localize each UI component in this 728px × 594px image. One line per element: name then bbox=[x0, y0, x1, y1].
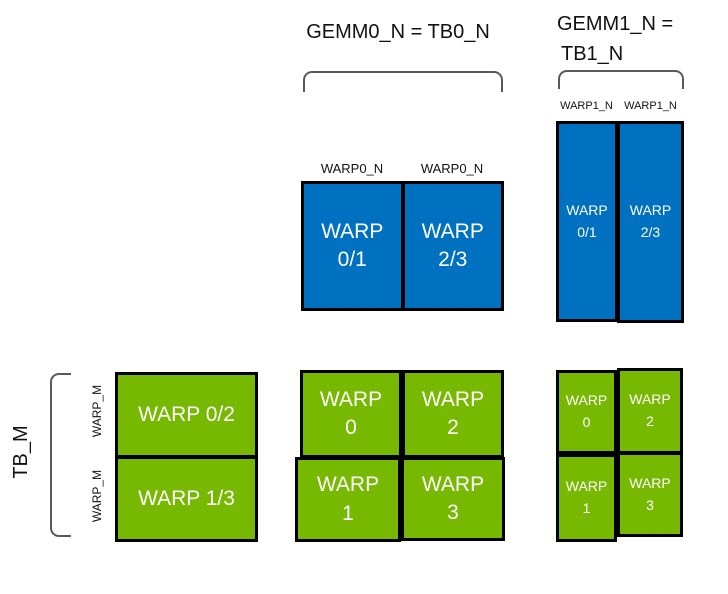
accum-right-warp0-line1: WARP bbox=[565, 392, 608, 409]
accum-left-warp02-label: WARP 0/2 bbox=[138, 402, 235, 426]
gemm0-warp01-cell: WARP 0/1 bbox=[304, 184, 401, 308]
warp1n-label-left: WARP1_N bbox=[560, 100, 613, 112]
accum-left-warp02-row: WARP 0/2 bbox=[118, 375, 255, 455]
accum-mid-warp0-box: WARP 0 bbox=[300, 370, 402, 458]
gemm0-warp01-line1: WARP bbox=[321, 219, 384, 243]
gemm1-extent-brace bbox=[558, 70, 684, 89]
warp1n-label-right: WARP1_N bbox=[624, 100, 677, 112]
gemm1-warp23-box: WARP 2/3 bbox=[617, 121, 684, 323]
accum-mid-warp1-box: WARP 1 bbox=[295, 457, 401, 542]
gemm1-extent-title-line2: TB1_N bbox=[561, 43, 624, 65]
gemm0-warp23-line2: 2/3 bbox=[438, 248, 468, 271]
warp0n-label-left: WARP0_N bbox=[320, 161, 384, 176]
accum-left-warp13-label: WARP 1/3 bbox=[138, 486, 235, 510]
gemm1-warp01-line1: WARP bbox=[566, 201, 608, 218]
accum-right-warp2-line1: WARP bbox=[629, 391, 671, 408]
accum-right-warp1-box: WARP 1 bbox=[556, 454, 617, 542]
accum-left-warp13-row: WARP 1/3 bbox=[118, 455, 255, 539]
gemm1-warp23-line1: WARP bbox=[629, 202, 672, 219]
warpm-label-top: WARP_M bbox=[90, 384, 104, 438]
tbm-extent-bracket bbox=[50, 373, 71, 537]
accum-right-warp1-line2: 1 bbox=[582, 500, 591, 516]
accum-mid-warp3-line2: 3 bbox=[447, 501, 459, 524]
warp0n-label-right: WARP0_N bbox=[420, 161, 484, 176]
accum-mid-warp1-line2: 1 bbox=[342, 501, 354, 525]
accum-right-warp3-box: WARP 3 bbox=[617, 452, 683, 537]
warpm-label-bottom: WARP_M bbox=[90, 469, 104, 523]
gemm0-warp-tile-box: WARP 0/1 WARP 2/3 bbox=[301, 181, 504, 311]
accum-left-box: WARP 0/2 WARP 1/3 bbox=[115, 372, 258, 542]
accum-right-warp2-box: WARP 2 bbox=[617, 368, 683, 454]
accum-right-warp0-box: WARP 0 bbox=[556, 370, 617, 454]
accum-mid-warp2-line2: 2 bbox=[447, 416, 459, 439]
accum-mid-warp0-line2: 0 bbox=[345, 416, 357, 439]
accum-mid-warp2-box: WARP 2 bbox=[402, 370, 504, 458]
gemm0-extent-title: GEMM0_N = TB0_N bbox=[306, 21, 490, 43]
accum-right-warp0-line2: 0 bbox=[582, 414, 591, 430]
accum-mid-warp0-line1: WARP bbox=[319, 387, 383, 411]
tbm-label: TB_M bbox=[10, 425, 32, 479]
gemm0-warp01-line2: 0/1 bbox=[337, 248, 367, 271]
accum-mid-warp3-box: WARP 3 bbox=[401, 457, 505, 541]
accum-right-warp2-line2: 2 bbox=[646, 413, 654, 429]
gemm0-warp23-cell: WARP 2/3 bbox=[400, 184, 502, 308]
accum-right-warp3-line2: 3 bbox=[646, 496, 654, 513]
accum-mid-warp1-line1: WARP bbox=[316, 473, 380, 497]
gemm1-extent-title: GEMM1_N = TB1_N bbox=[557, 9, 697, 69]
accum-mid-warp3-line1: WARP bbox=[421, 472, 485, 496]
gemm0-extent-brace bbox=[303, 71, 503, 92]
gemm1-warp23-line2: 2/3 bbox=[640, 224, 661, 240]
accum-mid-warp2-line1: WARP bbox=[421, 387, 485, 411]
gemm1-extent-title-line1: GEMM1_N = bbox=[557, 13, 674, 35]
gemm0-warp23-line1: WARP bbox=[421, 219, 484, 243]
accum-right-warp1-line1: WARP bbox=[565, 478, 608, 495]
gemm1-warp01-box: WARP 0/1 bbox=[556, 121, 618, 322]
accum-right-warp3-line1: WARP bbox=[629, 474, 671, 491]
gemm1-warp01-line2: 0/1 bbox=[577, 223, 597, 240]
